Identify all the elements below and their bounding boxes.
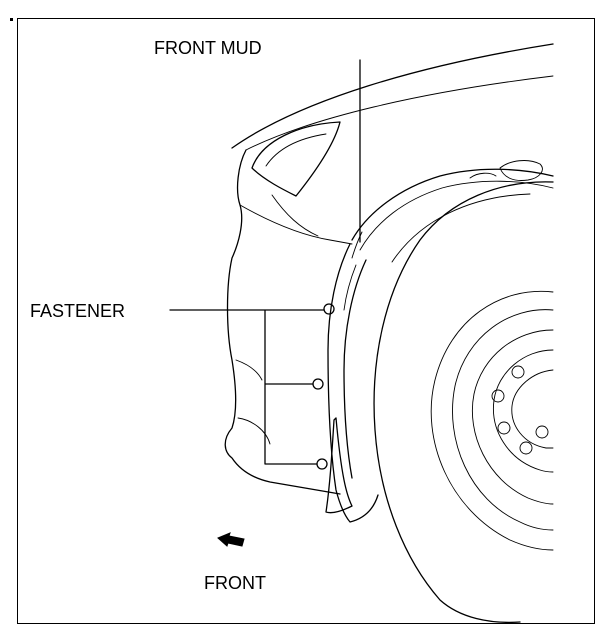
lug-nut-1	[511, 365, 525, 379]
rim-mid-2	[471, 329, 554, 505]
lug-nut-3	[497, 421, 511, 435]
bumper-outline	[224, 149, 341, 495]
fastener-1	[323, 303, 335, 315]
lug-nut-4	[519, 441, 533, 455]
lug-nut-5	[535, 425, 549, 439]
fastener-leader-line	[169, 309, 325, 465]
rim-mid-1	[452, 309, 554, 531]
fastener-3	[316, 458, 328, 470]
mud-guard-inner	[343, 259, 367, 479]
arrow-left-icon	[217, 532, 245, 547]
headlamp-inner	[265, 133, 327, 167]
rim-hub-ring	[493, 349, 554, 473]
tire-tread-edge	[391, 193, 531, 263]
lug-nut-2	[491, 389, 505, 403]
bumper-lower-crease	[235, 359, 263, 381]
front-mud-label: FRONT MUD	[154, 38, 262, 58]
grille-edge	[271, 194, 319, 237]
body-shoulder-line	[245, 75, 554, 151]
rim-hub-inner	[511, 369, 554, 449]
diagram-frame	[17, 18, 595, 624]
hood-outline	[231, 43, 554, 149]
rim-outer	[430, 290, 554, 551]
front-label: FRONT	[204, 573, 266, 593]
bumper-upper-crease	[239, 204, 353, 245]
mud-flap	[325, 417, 353, 514]
fastener-2	[312, 378, 324, 390]
mud-guard-outer	[327, 243, 379, 523]
fender-arch-inner	[359, 180, 554, 251]
fastener-label: FASTENER	[30, 301, 126, 321]
corner-mark	[10, 18, 13, 21]
tire-tread-1	[499, 160, 543, 181]
tire-tread-2	[469, 172, 497, 179]
headlamp-outline	[251, 121, 341, 197]
mud-guard-rib-1	[343, 264, 357, 311]
mud-guard-rib-2	[351, 231, 363, 259]
fender-arch	[351, 168, 554, 241]
tire-outline	[373, 181, 554, 623]
fog-lamp-recess	[237, 417, 271, 445]
